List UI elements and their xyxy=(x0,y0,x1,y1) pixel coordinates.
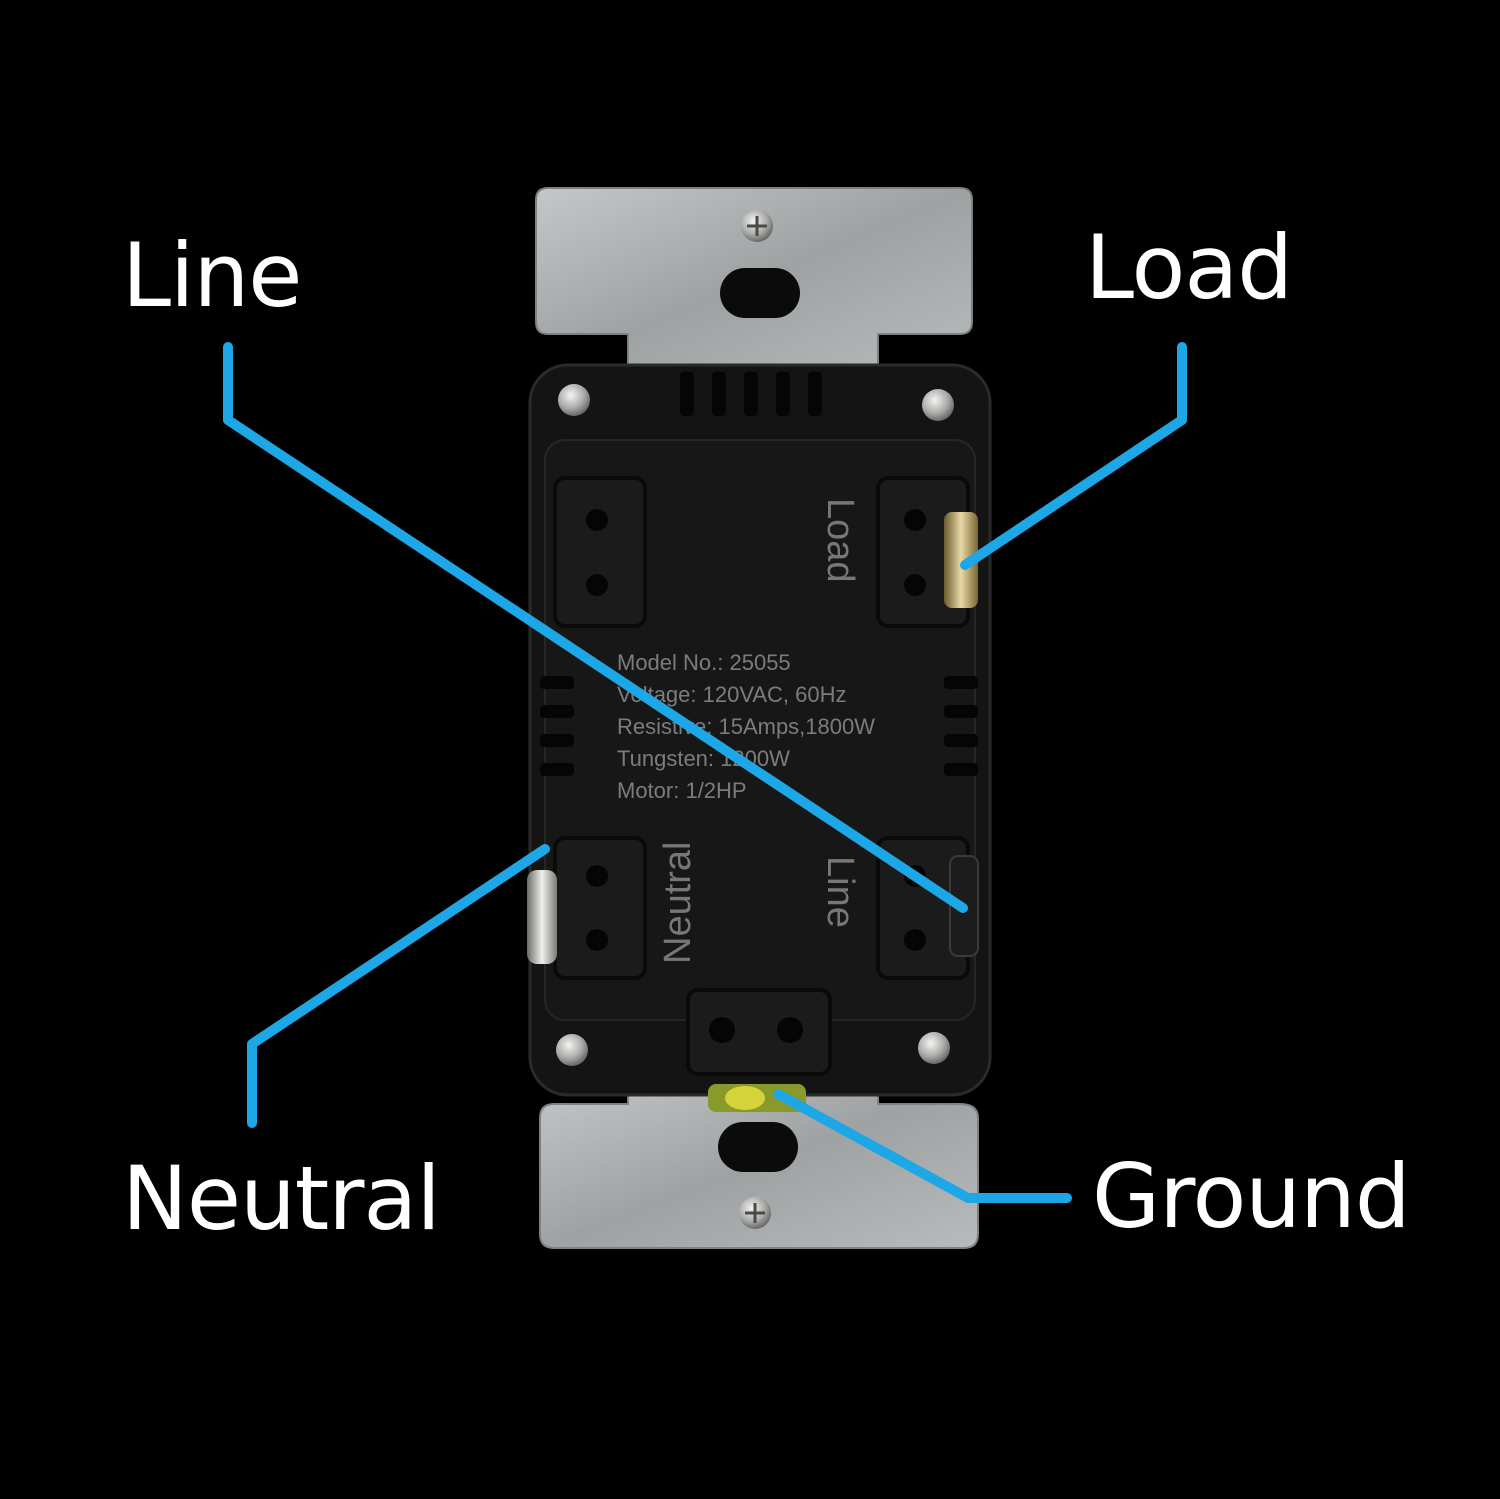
strap-slot xyxy=(718,1122,798,1172)
spec-tungsten: Tungsten: 1200W xyxy=(617,746,790,771)
callout-label-neutral: Neutral xyxy=(122,1147,441,1250)
callout-label-line: Line xyxy=(122,224,302,327)
body-screw xyxy=(918,1032,950,1064)
body-screw xyxy=(558,384,590,416)
top-vents xyxy=(680,372,822,416)
load-terminal-screw xyxy=(944,512,978,608)
side-vents-left xyxy=(540,676,574,776)
terminal-block-bottom-center xyxy=(686,988,832,1076)
strap-slot xyxy=(720,268,800,318)
callout-label-load: Load xyxy=(1085,216,1293,319)
body-screw xyxy=(922,389,954,421)
spec-resistive: Resistive: 15Amps,1800W xyxy=(617,714,875,739)
terminal-label-neutral: Neutral xyxy=(657,842,699,965)
terminal-block-bottom-left xyxy=(553,836,647,980)
spec-model: Model No.: 25055 xyxy=(617,650,791,675)
callout-line-line xyxy=(223,342,968,913)
terminal-block-top-left xyxy=(553,476,647,628)
spec-motor: Motor: 1/2HP xyxy=(617,778,747,803)
body-screw xyxy=(556,1034,588,1066)
terminal-label-line: Line xyxy=(819,856,861,928)
callout-label-ground: Ground xyxy=(1092,1145,1411,1248)
bottom-mounting-strap xyxy=(539,1079,979,1249)
neutral-terminal-screw xyxy=(527,870,557,964)
callout-line-load xyxy=(960,342,1187,570)
callout-line-neutral xyxy=(247,844,550,1128)
callout-line-ground xyxy=(773,1089,1072,1203)
side-vents-right xyxy=(944,676,978,776)
terminal-label-load: Load xyxy=(819,498,861,583)
top-mounting-strap xyxy=(535,187,973,373)
